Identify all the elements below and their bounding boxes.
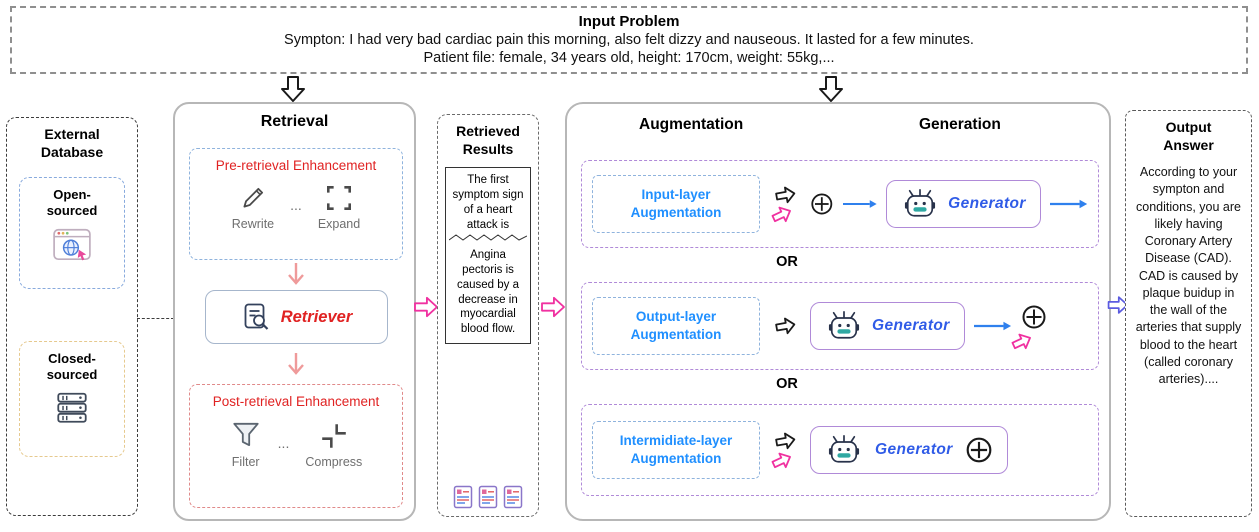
- retrieved-text-bottom: Angina pectoris is caused by a decrease …: [456, 248, 519, 336]
- pre-retrieval-box: Pre-retrieval Enhancement Rewrite ...: [189, 148, 403, 260]
- flow-arrows: [769, 186, 801, 223]
- closed-sourced-box: Closed-sourced: [19, 341, 125, 457]
- intermediate-layer-augmentation-label: Intermidiate-layer Augmentation: [619, 433, 733, 466]
- filter-item: Filter: [230, 419, 262, 469]
- combine-point: [1011, 304, 1047, 349]
- pink-right-arrow-icon: [771, 206, 791, 223]
- down-arrow-icon: [819, 76, 843, 102]
- closed-sourced-label: Closed-sourced: [46, 351, 98, 382]
- pencil-icon: [243, 187, 263, 208]
- output-layer-augmentation-box: Output-layer Augmentation: [592, 297, 760, 355]
- robot-icon: [828, 311, 860, 339]
- document-icon: [453, 485, 473, 509]
- or-separator: OR: [776, 376, 798, 392]
- generator-label: Generator: [875, 441, 953, 458]
- ellipsis-text: ...: [290, 197, 302, 213]
- augmentation-title: Augmentation: [639, 116, 744, 133]
- document-icon: [503, 485, 523, 509]
- output-layer-row: Output-layer Augmentation Generator: [581, 282, 1099, 370]
- output-answer-title: Output Answer: [1163, 119, 1214, 153]
- expand-label: Expand: [317, 217, 361, 231]
- retrieved-text-top: The first symptom sign of a heart attack…: [452, 174, 524, 231]
- generator-box: Generator: [886, 180, 1041, 228]
- open-sourced-box: Open-sourced: [19, 177, 125, 289]
- corner-brackets-icon: [327, 186, 352, 210]
- generator-label: Generator: [872, 317, 950, 334]
- retrieved-results-panel: Retrieved Results The first symptom sign…: [437, 114, 539, 517]
- torn-edge-divider: [448, 234, 528, 241]
- expand-item: Expand: [318, 183, 360, 231]
- intermediate-layer-augmentation-box: Intermidiate-layer Augmentation: [592, 421, 760, 479]
- compress-item: Compress: [305, 421, 362, 469]
- database-retriever-connector: [137, 318, 174, 319]
- circle-plus-icon: [1022, 305, 1046, 328]
- generator-box: Generator: [810, 426, 1008, 474]
- black-right-arrow-icon: [774, 317, 795, 335]
- or-separator: OR: [776, 254, 798, 270]
- output-layer-augmentation-label: Output-layer Augmentation: [630, 309, 722, 342]
- generation-title: Generation: [919, 116, 1001, 133]
- pink-right-arrow-icon: [1011, 333, 1032, 349]
- retrieval-title: Retrieval: [260, 113, 329, 130]
- intermediate-layer-row: Intermidiate-layer Augmentation: [581, 404, 1099, 496]
- filter-label: Filter: [231, 455, 260, 469]
- retrieved-document: The first symptom sign of a heart attack…: [445, 167, 531, 345]
- rewrite-label: Rewrite: [231, 217, 275, 231]
- output-answer-text: According to your sympton and conditions…: [1135, 165, 1242, 386]
- document-icon: [478, 485, 498, 509]
- robot-icon: [828, 435, 860, 463]
- open-sourced-label: Open-sourced: [46, 187, 98, 218]
- patient-file-text: Patient file: female, 34 years old, heig…: [423, 50, 835, 66]
- compress-label: Compress: [305, 455, 363, 469]
- input-layer-row: Input-layer Augmentation: [581, 160, 1099, 248]
- server-stack-icon: [57, 393, 87, 423]
- retriever-box: Retriever: [205, 290, 388, 344]
- browser-globe-icon: [53, 229, 91, 261]
- rewrite-item: Rewrite: [232, 183, 274, 231]
- retrieval-panel: Retrieval Pre-retrieval Enhancement Rewr…: [173, 102, 416, 521]
- circle-plus-icon: [811, 193, 833, 215]
- funnel-icon: [233, 422, 259, 447]
- robot-icon: [905, 189, 936, 217]
- collapse-arrows-icon: [322, 424, 346, 448]
- generator-box: Generator: [810, 302, 965, 350]
- blue-arrow-icon: [842, 200, 877, 208]
- flow-down-arrow-icon: [288, 353, 304, 375]
- circle-plus-icon: [966, 437, 992, 463]
- output-answer-panel: Output Answer According to your sympton …: [1125, 110, 1252, 517]
- black-right-arrow-icon: [774, 432, 795, 450]
- pink-right-arrow-icon: [414, 296, 438, 318]
- purple-right-arrow-icon: [1107, 296, 1129, 314]
- document-stack: [438, 485, 538, 509]
- down-arrow-icon: [281, 76, 305, 102]
- document-search-icon: [244, 303, 268, 330]
- generator-label: Generator: [948, 195, 1026, 212]
- external-database-panel: External Database Open-sourced Closed-so…: [6, 117, 138, 516]
- pink-right-arrow-icon: [541, 296, 565, 318]
- external-database-title: External Database: [40, 126, 104, 160]
- flow-down-arrow-icon: [288, 263, 304, 285]
- retrieved-results-title: Retrieved Results: [456, 123, 520, 157]
- flow-arrows: [769, 432, 801, 469]
- pink-right-arrow-icon: [771, 452, 791, 469]
- flow-arrows: [769, 317, 801, 335]
- blue-arrow-icon: [1049, 199, 1088, 209]
- augmentation-generation-panel: Augmentation Generation Input-layer Augm…: [565, 102, 1111, 521]
- black-right-arrow-icon: [774, 186, 795, 204]
- input-problem-title: Input Problem: [578, 13, 680, 30]
- input-layer-augmentation-label: Input-layer Augmentation: [630, 187, 722, 220]
- ellipsis-text: ...: [277, 435, 290, 451]
- input-layer-augmentation-box: Input-layer Augmentation: [592, 175, 760, 233]
- post-retrieval-title: Post-retrieval Enhancement: [212, 394, 380, 409]
- post-retrieval-box: Post-retrieval Enhancement Filter ...: [189, 384, 403, 508]
- blue-arrow-icon: [973, 321, 1011, 331]
- pre-retrieval-title: Pre-retrieval Enhancement: [215, 158, 377, 173]
- symptom-text: Sympton: I had very bad cardiac pain thi…: [284, 32, 974, 48]
- retriever-label: Retriever: [280, 307, 353, 326]
- input-problem-panel: Input Problem Sympton: I had very bad ca…: [10, 6, 1248, 74]
